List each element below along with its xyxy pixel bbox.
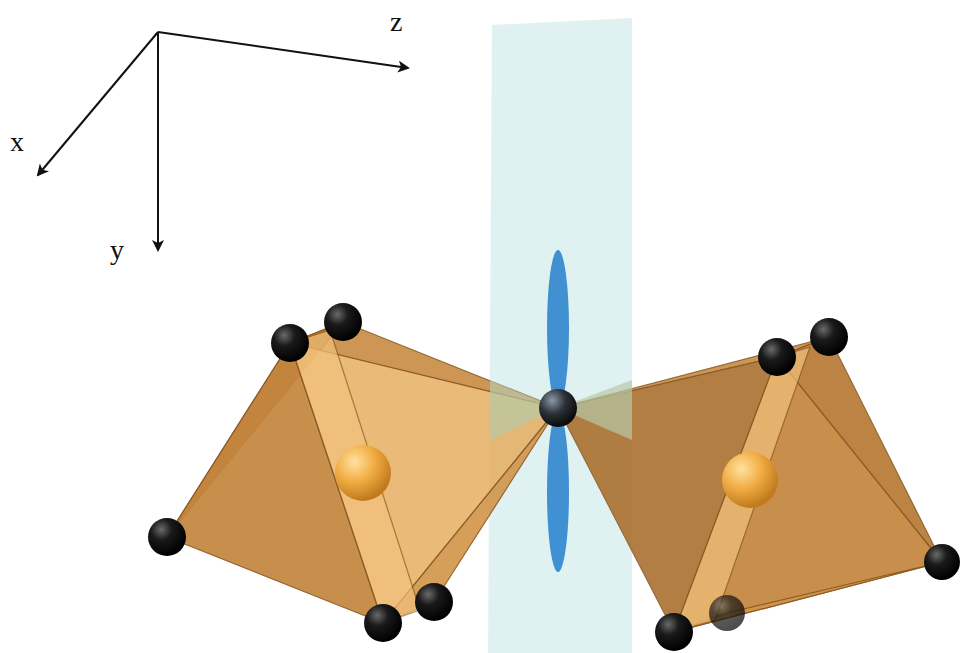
axes [38, 32, 408, 250]
right-polyhedron [558, 337, 942, 632]
symmetry-plane [488, 18, 632, 653]
axis-label: z [390, 8, 402, 36]
left-polyhedron [167, 322, 558, 623]
atoms [148, 303, 960, 651]
axis-label: y [110, 236, 124, 264]
axis-label: x [10, 128, 24, 156]
